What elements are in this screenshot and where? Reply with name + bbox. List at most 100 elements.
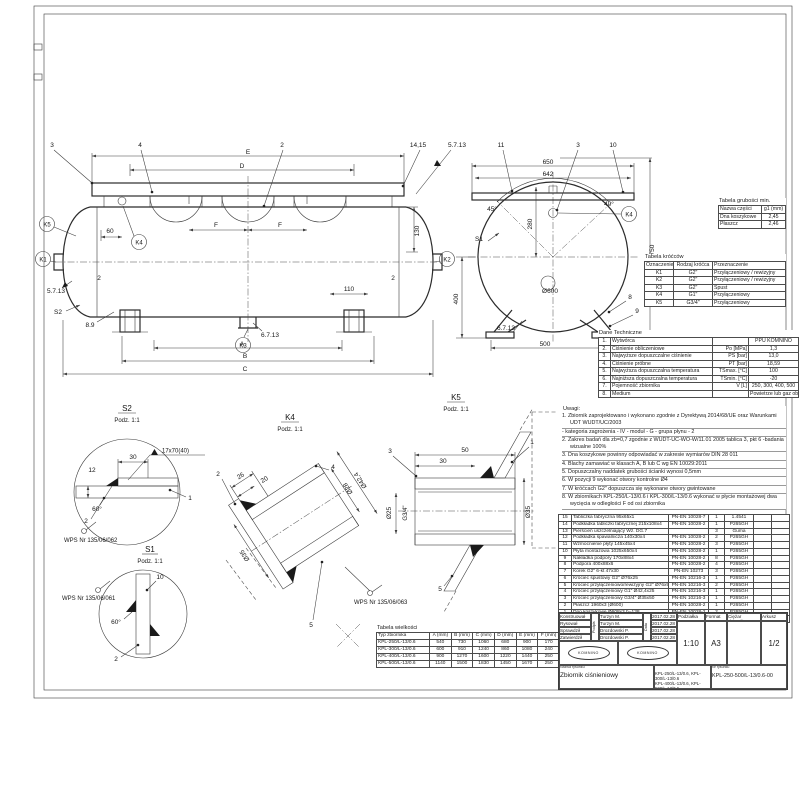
notes-list: 1. Zbiornik zaprojektowano i wykonano zg… [562, 413, 786, 510]
dim-d: D [240, 163, 245, 170]
cell: PN-EN 10028-7 [668, 514, 709, 522]
cell: 1240 [472, 645, 495, 654]
balloon-8: 8 [628, 294, 632, 301]
zone-mark [33, 73, 43, 81]
drawing-number-label: Nr rysunku [712, 665, 730, 669]
cell: A (mm) [429, 632, 452, 640]
cell: 8 [558, 561, 572, 569]
cell: 11 [558, 541, 572, 549]
svg-text:K1: K1 [39, 258, 47, 264]
cell: PN-EN 10273 [668, 568, 709, 576]
cell: Płaszcz [718, 220, 762, 229]
cell: Przeznaczenie [712, 261, 786, 270]
dim-280: 280 [527, 218, 534, 229]
weld-symbol-icon [151, 449, 158, 455]
cell: 2,46 [761, 220, 786, 229]
svg-text:K4: K4 [135, 241, 143, 247]
weight-label: Ciężar zbiornika [727, 613, 761, 621]
cell: -20 [748, 374, 799, 383]
detail-scale: Podz. 1:1 [114, 418, 140, 424]
cell [712, 389, 749, 398]
cell: Króciec przyłączeniowo/rewizyjny G2" Ø76… [571, 581, 669, 590]
dim-e: E [246, 149, 251, 156]
cell [753, 568, 772, 576]
balloon-11: 11 [498, 142, 505, 149]
cell: Przyłączeniowy [712, 291, 786, 300]
nozzle-label-k2: K2 [433, 251, 455, 267]
cell: PN-EN 10028-2 [668, 547, 709, 556]
angle-40: 40° [604, 200, 614, 208]
drawing-number-cell: Nr rysunku KPL-250-500/L-13/0.6-00 [711, 665, 787, 689]
cell: 680 [493, 638, 517, 647]
cell: Najwyższa dopuszczalna temperatura [610, 367, 713, 376]
cell: P265GH [724, 595, 754, 603]
cell: 5 [558, 581, 572, 590]
cell [771, 514, 790, 522]
wps-ref: WPS Nr 135/06/063 [354, 600, 408, 606]
cell: 1440 [515, 652, 539, 661]
notes-block: Uwagi: 1. Zbiornik zaprojektowano i wyko… [562, 406, 786, 510]
cell: Podpora 400x88x6 [571, 561, 669, 569]
weld-fillet-icon [126, 600, 136, 612]
balloon-3: 3 [576, 142, 580, 149]
detail-k5: K5 Podz. 1:1 50 30 Ø25 G3/4" Ø35 3 1 5 [386, 393, 535, 613]
dim-110: 110 [344, 286, 355, 293]
cell: 3 [708, 568, 725, 576]
cell: PS [bar] [712, 352, 749, 361]
cell: 4 [708, 561, 725, 569]
balloon-4: 4 [138, 142, 142, 149]
cell: Rodzaj króćca [673, 261, 713, 270]
cell [753, 588, 772, 596]
cell: 1 [708, 547, 725, 556]
cell: 250, 300, 400, 500 [748, 382, 799, 391]
cell [771, 581, 790, 590]
cell: PPU KOMNINO [748, 337, 799, 346]
balloon-5: 5 [309, 622, 313, 629]
detail-s1: S1 Podz. 1:1 60° 10 2 WPS Nr 135/06/061 [62, 545, 188, 663]
cell: 1220 [493, 652, 517, 661]
detail-scale: Podz. 1:1 [137, 559, 163, 565]
cell: 600 [429, 645, 452, 654]
cell [753, 595, 772, 603]
format-label: Format [705, 613, 727, 621]
role-label: Rysował [559, 620, 591, 627]
detail-scale: Podz. 1:1 [443, 407, 469, 413]
cell: PN-EN 10028-2 [668, 561, 709, 569]
cell: P265GH [724, 568, 754, 576]
title-block: Konstruował Rysował Sprawdził Zatwierdzi… [558, 612, 788, 690]
dim-12: 12 [88, 467, 96, 474]
cell: 6 [558, 574, 572, 583]
cell: 1 [708, 595, 725, 603]
person-name: Turzyn M. [599, 620, 643, 627]
dim-f1: F [214, 222, 218, 229]
cell: P265GH [724, 574, 754, 583]
cell: 3. [598, 352, 611, 361]
detail-s2: S2 Podz. 1:1 60° 30 12 17x70(40) 1 2 WPS… [64, 404, 205, 546]
table-title: Tabela wielkości [377, 625, 418, 631]
dim-30: 30 [439, 458, 447, 465]
cell: P265GH [724, 561, 754, 569]
dim-50: 50 [461, 447, 469, 454]
note-item: 2. Zakres badań dla zb=0,7 zgodnie z WUD… [562, 437, 786, 453]
dim-a: A [240, 341, 245, 348]
wps-symbol-icon [81, 528, 87, 534]
cell: g1 (mm) [761, 205, 786, 214]
cell: Nakładka podpory 170x88x4 [571, 554, 669, 563]
support-left [112, 309, 148, 333]
cell: Tabliczka fabryczna 95x65x1 [571, 514, 669, 522]
dim-642: 642 [543, 171, 554, 178]
cell: Typ zbiornika [376, 632, 430, 640]
weight-value [727, 621, 761, 665]
top-nozzle [548, 208, 558, 218]
role-label: Sprawdził [559, 627, 591, 634]
